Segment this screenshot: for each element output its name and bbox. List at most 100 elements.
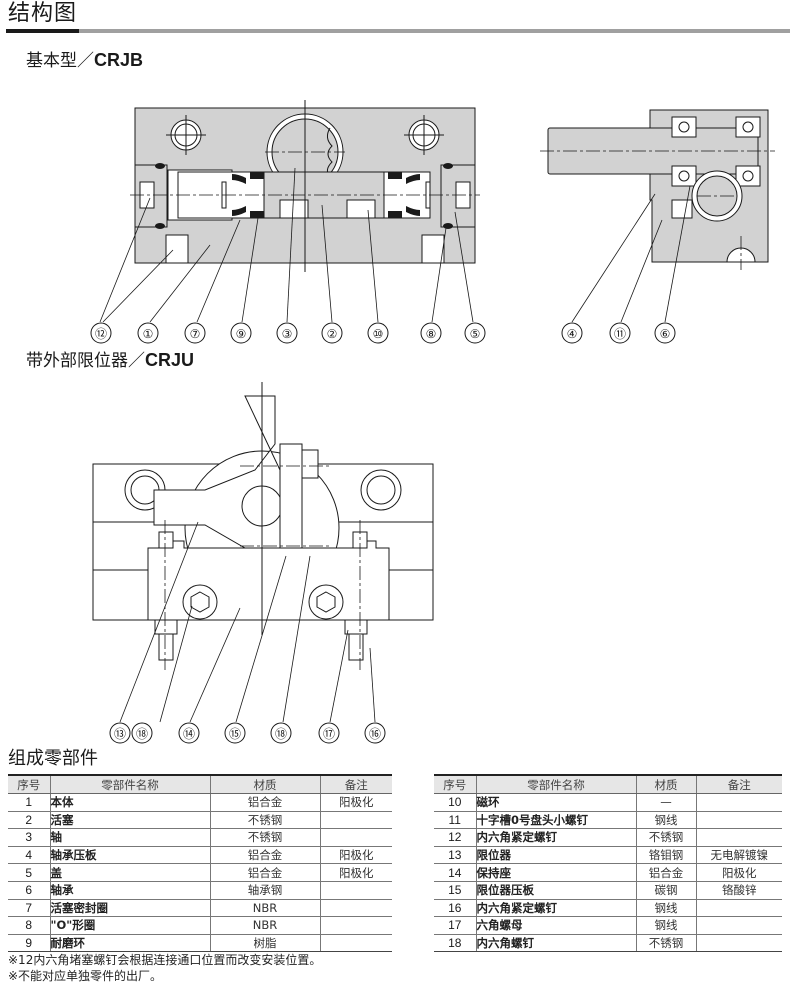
part-material: 铝合金: [635, 863, 696, 882]
part-note: 阳极化: [319, 793, 392, 812]
parts-section-title: 组成零部件: [8, 748, 98, 769]
title-rule: [79, 29, 790, 33]
section-title-basic-cn: 基本型／: [26, 51, 94, 71]
header-no: 序号: [8, 774, 50, 794]
part-number: 3: [8, 828, 50, 847]
callout-1: ①: [137, 322, 159, 344]
part-number: 15: [434, 881, 476, 900]
callout-label: ⑤: [470, 327, 481, 341]
callout-label: ⑬: [114, 727, 126, 741]
part-material: 不锈钢: [635, 934, 696, 953]
part-material: 铝合金: [209, 863, 320, 882]
part-name: 耐磨环: [49, 934, 210, 953]
part-number: 17: [434, 916, 476, 935]
part-material: 铬钼钢: [635, 846, 696, 865]
part-note: [319, 899, 392, 918]
part-number: 13: [434, 846, 476, 865]
callout-14: ⑭: [178, 722, 200, 744]
part-material: —: [635, 793, 696, 812]
callout-17: ⑰: [318, 722, 340, 744]
part-material: 不锈钢: [209, 828, 320, 847]
callouts-basic-front: ⑫ ① ⑦ ⑨ ③ ② ⑩ ⑧ ⑤: [90, 322, 486, 344]
part-note: [695, 899, 782, 918]
part-name: 限位器压板: [475, 881, 636, 900]
callout-label: ⑱: [136, 727, 148, 741]
callout-4: ④: [561, 322, 583, 344]
callout-11: ⑪: [609, 322, 631, 344]
part-number: 10: [434, 793, 476, 812]
part-material: 钢线: [635, 916, 696, 935]
part-name: 限位器: [475, 846, 636, 865]
header-name: 零部件名称: [49, 774, 210, 794]
header-name: 零部件名称: [475, 774, 636, 794]
part-material: 不锈钢: [635, 828, 696, 847]
limiter-view: [92, 382, 434, 670]
part-number: 6: [8, 881, 50, 900]
part-note: 阳极化: [695, 863, 782, 882]
part-note: 阳极化: [319, 846, 392, 865]
part-material: 钢线: [635, 811, 696, 830]
callout-label: ②: [327, 327, 338, 341]
part-note: 无电解镀镍: [695, 846, 782, 865]
part-number: 14: [434, 863, 476, 882]
header-material: 材质: [635, 774, 696, 794]
part-note: [695, 916, 782, 935]
callout-7: ⑦: [184, 322, 206, 344]
header-no: 序号: [434, 774, 476, 794]
callout-label: ⑭: [183, 727, 195, 741]
structure-drawings: .ln { stroke:#1a1a1a; stroke-width:1; fi…: [90, 100, 775, 744]
part-name: 十字槽0号盘头小螺钉: [475, 811, 636, 830]
callout-18: ⑱: [131, 722, 153, 744]
part-note: [695, 811, 782, 830]
callout-5: ⑤: [464, 322, 486, 344]
part-number: 8: [8, 916, 50, 935]
callout-label: ⑩: [373, 327, 384, 341]
callout-10: ⑩: [367, 322, 389, 344]
callouts-basic-side: ④ ⑪ ⑥: [561, 322, 676, 344]
callout-label: ⑧: [426, 327, 437, 341]
callout-label: ⑫: [95, 327, 107, 341]
section-title-limiter-model: CRJU: [145, 350, 195, 370]
section-title-limiter: 带外部限位器／CRJU: [26, 350, 194, 371]
part-name: 轴承压板: [49, 846, 210, 865]
callout-label: ⑥: [660, 327, 671, 341]
part-number: 2: [8, 811, 50, 830]
basic-front-view: [130, 100, 480, 272]
part-note: [695, 793, 782, 812]
table-header-row: 序号 零部件名称 材质 备注: [434, 774, 782, 794]
part-name: 本体: [49, 793, 210, 812]
part-name: 六角螺母: [475, 916, 636, 935]
part-number: 12: [434, 828, 476, 847]
callout-label: ⑰: [323, 727, 335, 741]
part-number: 7: [8, 899, 50, 918]
callout-3: ③: [276, 322, 298, 344]
part-material: 钢线: [635, 899, 696, 918]
callout-label: ⑪: [614, 327, 626, 341]
callout-label: ⑨: [236, 327, 247, 341]
part-name: 轴承: [49, 881, 210, 900]
section-title-basic: 基本型／CRJB: [26, 50, 143, 71]
footnote: ※不能对应单独零件的出厂。: [8, 969, 163, 983]
section-title-basic-model: CRJB: [94, 50, 144, 70]
callout-label: ⑮: [229, 727, 241, 741]
header-note: 备注: [319, 774, 392, 794]
part-number: 4: [8, 846, 50, 865]
header-note: 备注: [695, 774, 782, 794]
part-material: NBR: [209, 899, 320, 918]
callout-12: ⑫: [90, 322, 112, 344]
part-number: 5: [8, 863, 50, 882]
part-note: 铬酸锌: [695, 881, 782, 900]
part-name: 活塞密封圈: [49, 899, 210, 918]
